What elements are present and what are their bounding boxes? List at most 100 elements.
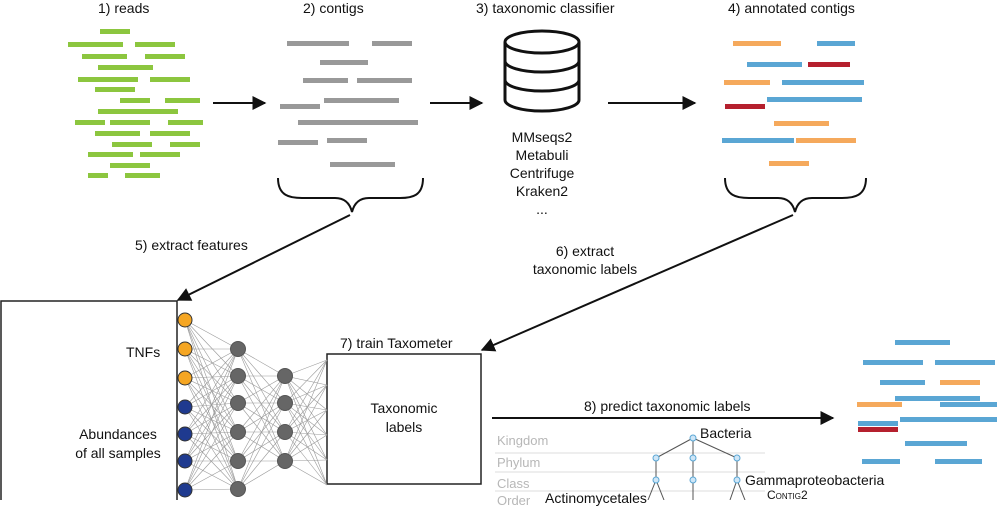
sequence-bar — [112, 142, 152, 147]
sequence-bar — [148, 109, 178, 114]
sequence-bar — [782, 80, 864, 85]
sequence-bar — [372, 41, 412, 46]
sequence-bar — [767, 97, 862, 102]
sequence-bar — [135, 42, 175, 47]
sequence-bar — [747, 62, 802, 67]
sequence-bar — [857, 402, 902, 407]
contigs-group — [278, 41, 418, 167]
step-classifier-label: 3) taxonomic classifier — [476, 0, 615, 16]
node-contig2: Contig2 — [767, 488, 808, 502]
model-box — [326, 353, 482, 485]
sequence-bar — [88, 173, 108, 178]
sequence-bar — [330, 162, 395, 167]
network-nodes — [177, 312, 293, 498]
sequence-bar — [808, 62, 850, 67]
taxonomy-rank-lines — [495, 452, 765, 492]
model-box-line1: Taxonomic — [370, 400, 438, 416]
abundances-label: Abundances of all samples — [60, 425, 176, 463]
classifier-item: Centrifuge — [509, 165, 575, 181]
sequence-bar — [722, 138, 794, 143]
sequence-bar — [862, 459, 900, 464]
sequence-bar — [150, 131, 190, 136]
rank-class: Class — [497, 476, 530, 491]
step-reads-label: 1) reads — [98, 0, 150, 16]
annotated-brace — [724, 177, 867, 213]
sequence-bar — [328, 120, 418, 125]
sequence-bar — [940, 402, 997, 407]
sequence-bar — [774, 121, 829, 126]
input-node — [177, 426, 193, 442]
sequence-bar — [75, 120, 105, 125]
sequence-bar — [905, 441, 967, 446]
classifier-item: Kraken2 — [515, 183, 569, 199]
sequence-bar — [78, 77, 138, 82]
step-extract-features-label: 5) extract features — [135, 237, 248, 253]
hidden-node — [277, 424, 293, 440]
sequence-bar — [895, 340, 950, 345]
abundances-line2: of all samples — [75, 445, 161, 461]
sequence-bar — [98, 109, 153, 114]
sequence-bar — [140, 152, 180, 157]
sequence-bar — [95, 131, 140, 136]
sequence-bar — [168, 120, 203, 125]
classifier-item: Metabuli — [515, 147, 569, 163]
sequence-bar — [100, 29, 130, 34]
sequence-bar — [796, 138, 856, 143]
sequence-bar — [298, 120, 353, 125]
database-icon — [503, 29, 581, 113]
hidden-node — [277, 395, 293, 411]
hidden-node — [230, 395, 246, 411]
sequence-bar — [82, 54, 127, 59]
sequence-bar — [125, 173, 160, 178]
predicted-contigs-group — [857, 340, 997, 464]
input-node — [177, 482, 193, 498]
features-box — [0, 300, 178, 500]
sequence-bar — [324, 98, 399, 103]
hidden-node — [230, 341, 246, 357]
step-predict-label: 8) predict taxonomic labels — [584, 398, 751, 414]
sequence-bar — [98, 65, 153, 70]
hidden-node — [230, 368, 246, 384]
sequence-bar — [280, 104, 320, 109]
reads-group — [68, 29, 203, 178]
step-train-label: 7) train Taxometer — [340, 335, 453, 351]
sequence-bar — [858, 421, 898, 426]
sequence-bar — [725, 104, 765, 109]
sequence-bar — [278, 140, 318, 145]
input-node — [177, 341, 193, 357]
sequence-bar — [68, 42, 123, 47]
abundances-line1: Abundances — [79, 426, 157, 442]
hidden-node — [230, 453, 246, 469]
input-node — [177, 370, 193, 386]
sequence-bar — [165, 98, 200, 103]
sequence-bar — [733, 41, 781, 46]
hidden-node — [230, 424, 246, 440]
model-box-line2: labels — [385, 419, 423, 435]
tnfs-label: TNFs — [126, 344, 161, 360]
contigs-brace — [277, 177, 424, 213]
sequence-bar — [303, 78, 348, 83]
sequence-bar — [357, 78, 412, 83]
node-bacteria: Bacteria — [700, 425, 752, 441]
input-node — [177, 399, 193, 415]
sequence-bar — [327, 138, 367, 143]
sequence-bar — [95, 87, 135, 92]
hidden-node — [277, 453, 293, 469]
sequence-bar — [724, 80, 770, 85]
sequence-bar — [880, 380, 925, 385]
node-actinomycetales: Actinomycetales — [545, 490, 647, 506]
sequence-bar — [110, 120, 150, 125]
extract-labels-line2: taxonomic labels — [532, 261, 638, 277]
network-edges — [178, 319, 328, 491]
sequence-bar — [769, 161, 809, 166]
sequence-bar — [858, 427, 898, 432]
sequence-bar — [940, 380, 980, 385]
sequence-bar — [287, 41, 349, 46]
model-box-text: Taxonomic labels — [327, 399, 481, 437]
taxonomy-nodes — [652, 434, 741, 484]
sequence-bar — [88, 152, 133, 157]
classifier-item: MMseqs2 — [511, 129, 573, 145]
step-contigs-label: 2) contigs — [303, 0, 364, 16]
annotated-contigs-group — [722, 41, 864, 166]
input-node — [177, 312, 193, 328]
